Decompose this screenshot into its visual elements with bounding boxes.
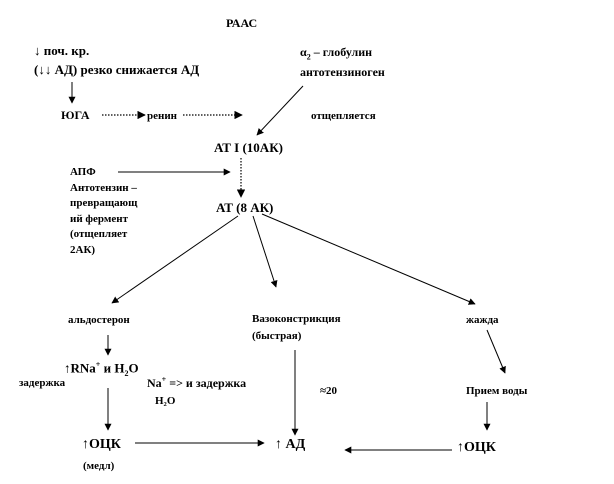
arrow-at-to-vaso — [252, 215, 278, 288]
ock-right-label: ↑ОЦК — [457, 440, 496, 455]
apf-block: АПФ Антотензин – превращающ ий фермент (… — [70, 165, 137, 258]
approx-20-label: ≈20 — [320, 385, 338, 397]
rna-sup: + — [95, 360, 101, 369]
diagram-title: РААС — [226, 16, 258, 30]
zaderzhka-label: задержка — [19, 377, 66, 389]
rna-h2o-label: ↑RNa+ и H2O — [64, 357, 139, 382]
arrow-at-to-aldosteron — [111, 215, 239, 304]
na-prefix: Na — [147, 376, 162, 390]
apf-line-3: превращающ — [70, 197, 138, 209]
at2-label: АТ (8 АК) — [216, 200, 274, 215]
na-retention-label: Na+ => и задержка — [147, 373, 246, 390]
vasoconstriction-line-1: Вазоконстрикция — [252, 313, 341, 325]
vasoconstriction-label: Вазоконстрикция (быстрая) — [252, 311, 341, 345]
na-rest: => и задержка — [166, 376, 247, 390]
zhazhda-label: жажда — [466, 314, 499, 326]
at1-label: АТ I (10АК) — [214, 140, 283, 155]
renin-label: ренин — [147, 110, 178, 122]
apf-line-2: Антотензин – — [70, 181, 137, 194]
poch-kr-label: ↓ поч. кр. — [34, 43, 89, 59]
apf-line-4: ий фермент — [70, 212, 128, 225]
apf-line-1: АПФ — [70, 166, 96, 178]
aldosteron-label: альдостерон — [68, 314, 130, 326]
otshcheplyaetsya-label: отщепляется — [311, 110, 376, 122]
alpha2-globulin-label: α2 – глобулин — [300, 45, 372, 64]
globulin-text: – глобулин — [310, 45, 373, 59]
alpha-subscript: 2 — [306, 52, 311, 62]
rna-sub: 2 — [124, 368, 129, 378]
rna-mid: и H — [100, 360, 125, 376]
priem-vody-label: Прием воды — [466, 385, 528, 397]
down-arrow-icon: ↓ — [34, 43, 41, 58]
apf-line-5: (отщепляет — [70, 228, 128, 240]
poch-kr-text: поч. кр. — [43, 43, 90, 58]
arrow-angiotensinogen-to-at1 — [256, 85, 304, 136]
ock-left-note: (медл) — [83, 460, 115, 472]
ad-drop-label: (↓↓ АД) резко снижается АД — [34, 62, 200, 77]
na-sup: + — [161, 375, 167, 384]
arrow-zhazhda-to-priem — [486, 329, 506, 374]
rna-prefix: ↑RNa — [64, 360, 96, 376]
ad-center-label: ↑ АД — [275, 437, 306, 452]
rna-end: O — [128, 360, 139, 376]
vasoconstriction-line-2: (быстрая) — [252, 330, 302, 342]
angiotensinogen-label: антотензиноген — [300, 65, 385, 79]
arrow-at-to-zhazhda — [261, 213, 476, 305]
apf-line-6: 2АК) — [70, 243, 96, 256]
yuga-label: ЮГА — [61, 108, 90, 122]
ock-left-label: ↑ОЦК — [82, 437, 121, 452]
h2o-label: H₂O — [155, 395, 176, 407]
alpha-symbol: α — [300, 45, 307, 59]
